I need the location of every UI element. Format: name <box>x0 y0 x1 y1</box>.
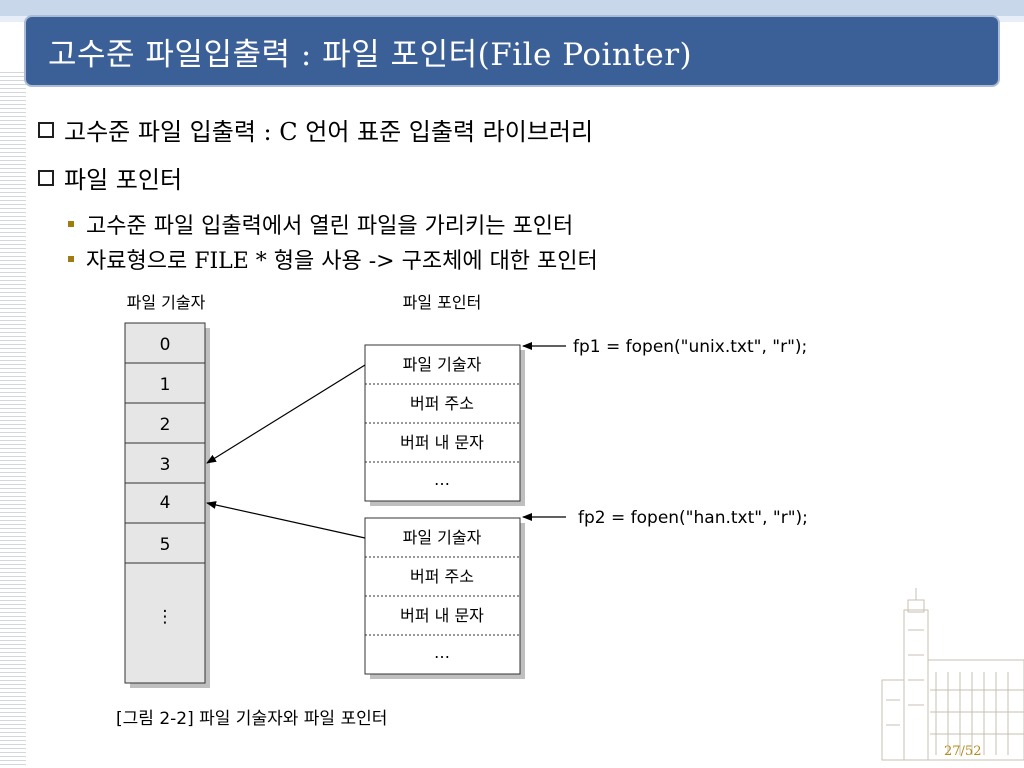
sub-bullet-item: 자료형으로 FILE * 형을 사용 -> 구조체에 대한 포인터 <box>68 243 598 275</box>
struct1-field: 버퍼 내 문자 <box>400 433 484 452</box>
struct2-field: 버퍼 주소 <box>410 567 474 586</box>
small-square-bullet-icon <box>68 221 74 227</box>
fd-cell: 3 <box>160 455 171 475</box>
arrow-struct1-to-fd3 <box>206 364 366 464</box>
sub-bullet-item: 고수준 파일 입출력에서 열린 파일을 가리키는 포인터 <box>68 208 573 240</box>
fd-cell: 4 <box>160 493 171 513</box>
square-bullet-icon <box>38 121 54 138</box>
building-watermark <box>881 588 1024 761</box>
struct1-field: 버퍼 주소 <box>410 394 474 413</box>
arrow-struct2-to-fd4 <box>206 501 366 539</box>
fd-cell: 1 <box>160 375 171 395</box>
square-bullet-icon <box>38 169 54 186</box>
fp1-code: fp1 = fopen("unix.txt", "r"); <box>573 337 807 357</box>
bullet-item: 고수준 파일 입출력 : C 언어 표준 입출력 라이브러리 <box>38 112 593 147</box>
file-struct-2-dividers <box>365 556 520 636</box>
fd-cell: 5 <box>160 535 171 555</box>
bullet-text: 고수준 파일 입출력 : C 언어 표준 입출력 라이브러리 <box>64 118 594 146</box>
struct2-field: 버퍼 내 문자 <box>400 606 484 625</box>
top-stripe <box>0 0 1024 16</box>
struct2-field: … <box>434 643 450 662</box>
left-decoration <box>0 72 26 768</box>
fd-cell-ellipsis: ⋮ <box>157 607 174 627</box>
fd-column-label: 파일 기술자 <box>127 293 206 312</box>
struct2-field: 파일 기술자 <box>403 528 482 547</box>
fp-column-label: 파일 포인터 <box>403 293 482 312</box>
slide-title: 고수준 파일입출력 : 파일 포인터(File Pointer) <box>48 37 693 73</box>
fd-table-dividers <box>125 362 205 564</box>
fd-cell: 2 <box>160 415 171 435</box>
figure-caption: [그림 2-2] 파일 기술자와 파일 포인터 <box>116 709 387 729</box>
title-bar: 고수준 파일입출력 : 파일 포인터(File Pointer) <box>26 17 998 85</box>
struct1-field: 파일 기술자 <box>403 355 482 374</box>
fd-table <box>124 322 206 684</box>
bullet-item: 파일 포인터 <box>38 160 182 195</box>
sub-bullet-text: 자료형으로 FILE * 형을 사용 -> 구조체에 대한 포인터 <box>86 249 598 274</box>
file-struct-1-dividers <box>365 383 520 463</box>
struct1-field: … <box>434 470 450 489</box>
fd-cell: 0 <box>160 335 171 355</box>
fp2-code: fp2 = fopen("han.txt", "r"); <box>578 508 808 528</box>
sub-bullet-text: 고수준 파일 입출력에서 열린 파일을 가리키는 포인터 <box>86 214 574 239</box>
small-square-bullet-icon <box>68 256 74 262</box>
bullet-text: 파일 포인터 <box>64 166 183 194</box>
page-number: 27/52 <box>944 744 982 759</box>
